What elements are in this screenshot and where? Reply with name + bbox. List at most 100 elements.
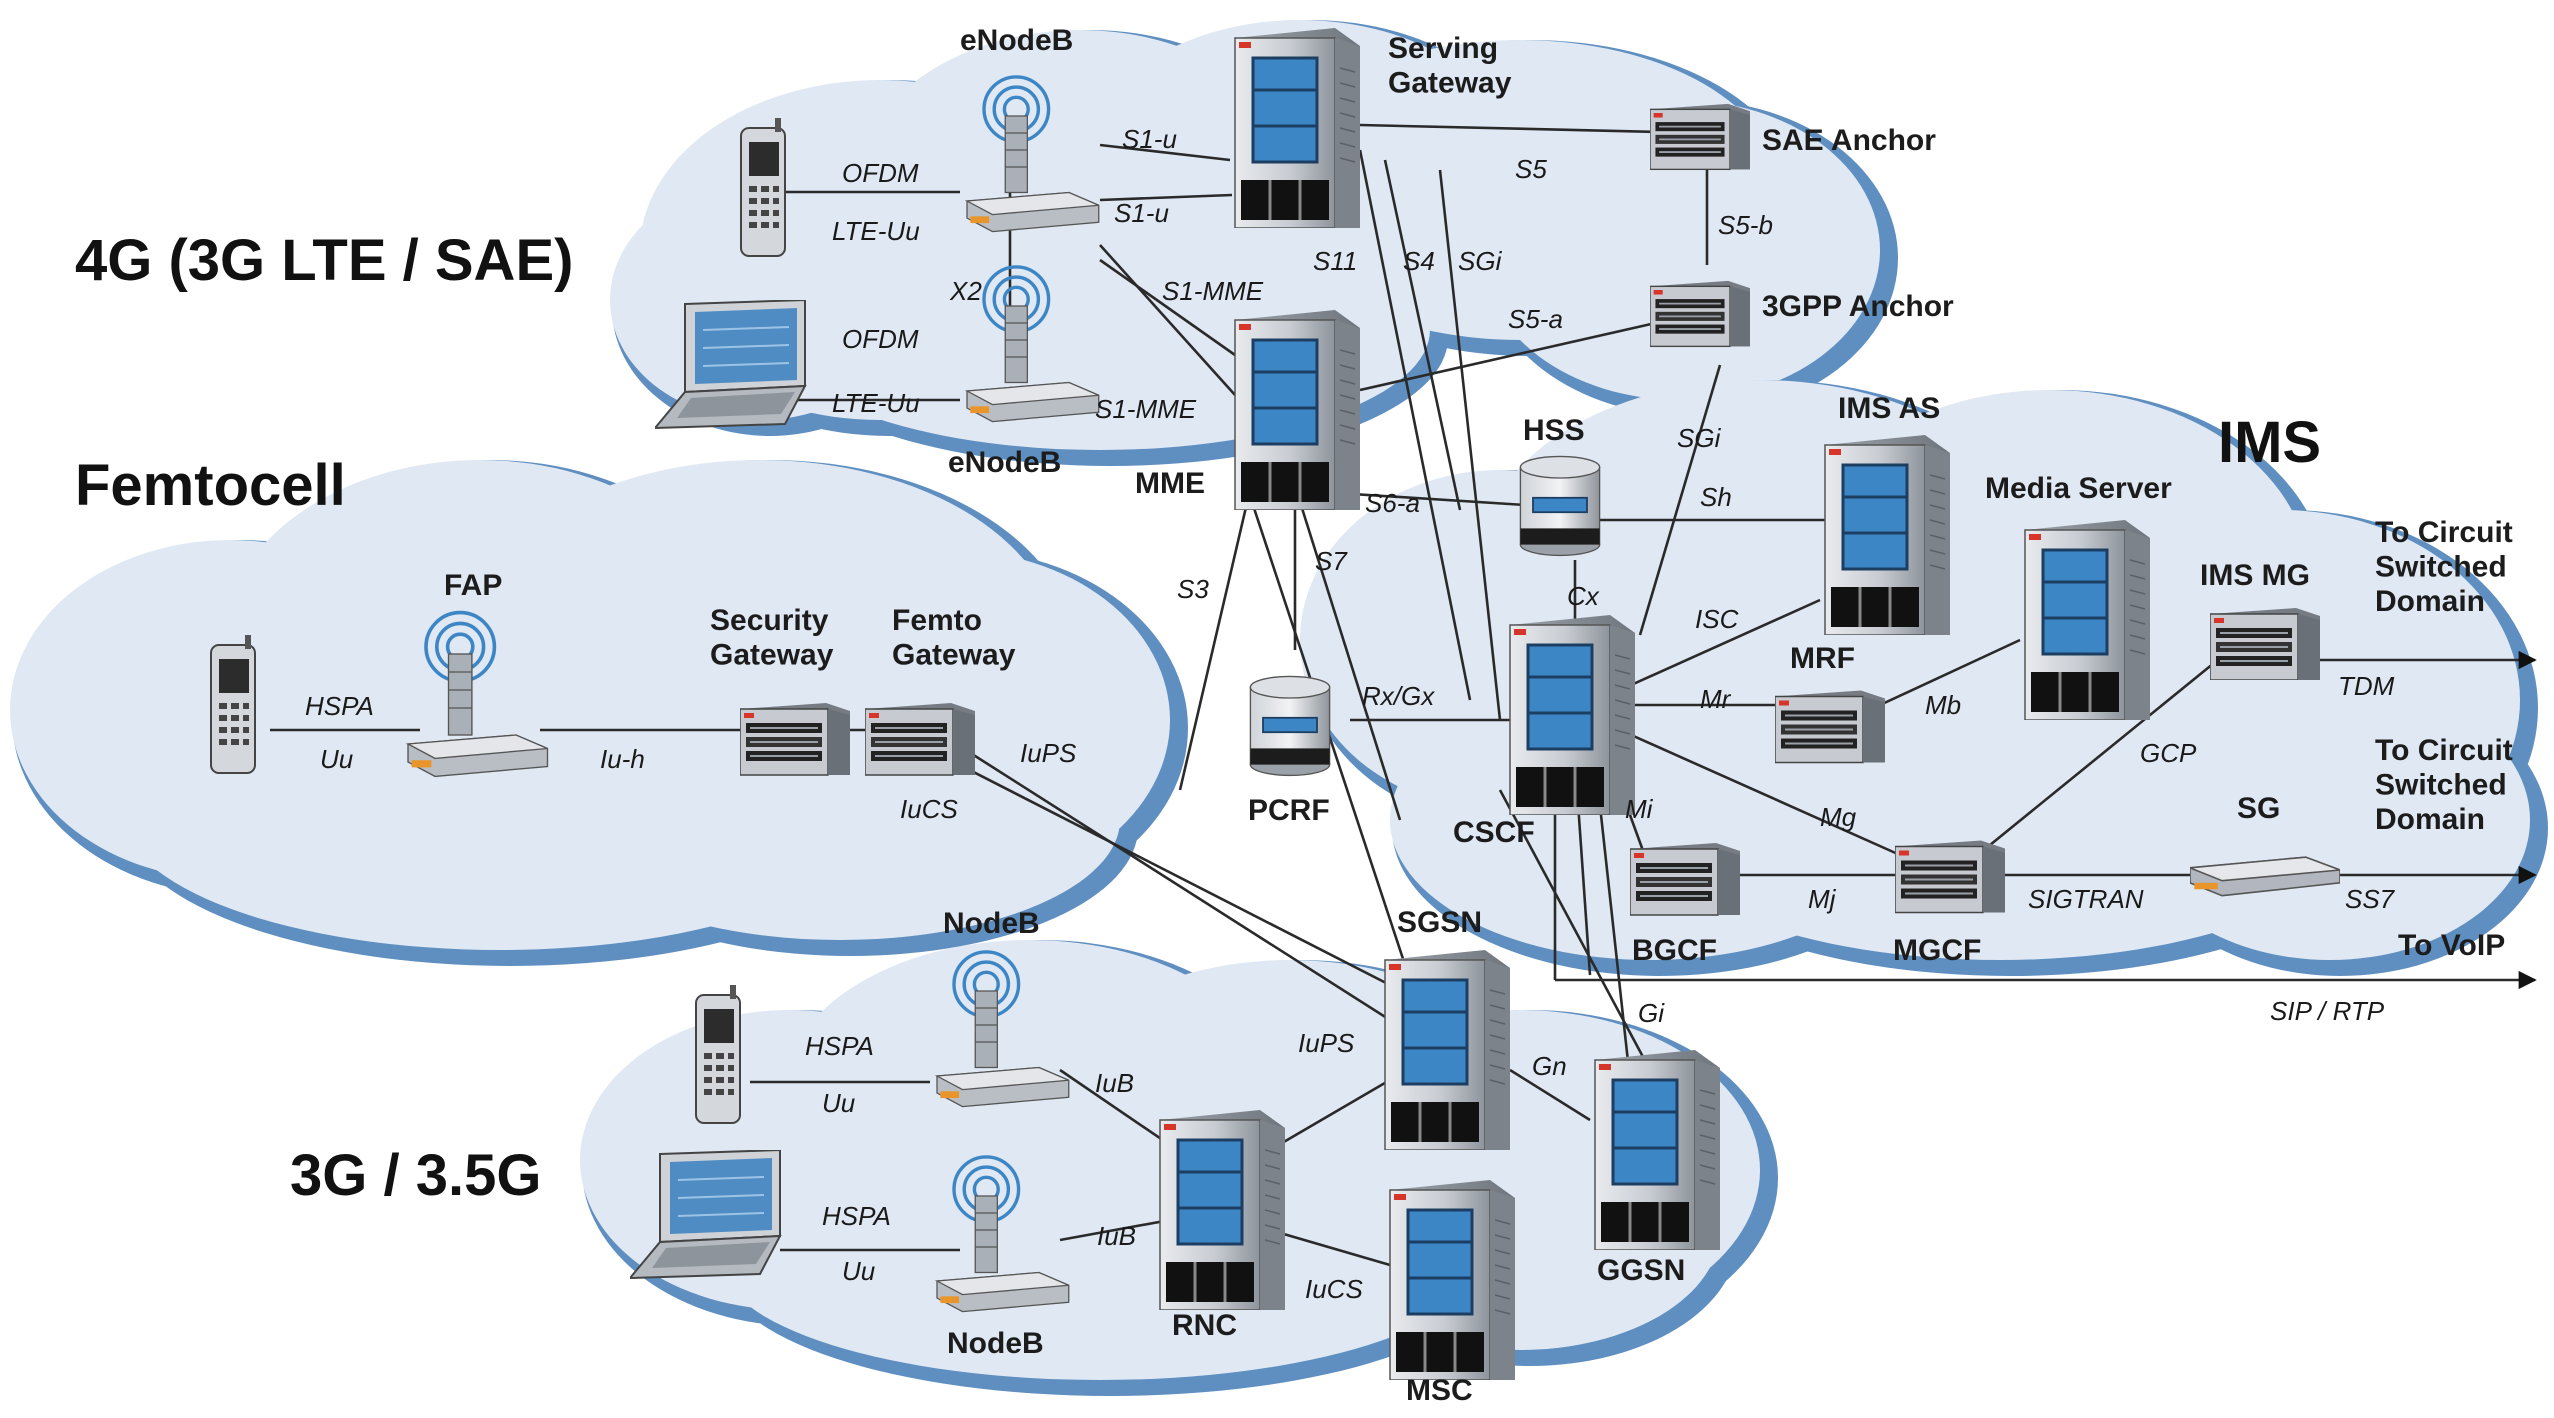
media-server-icon <box>2023 520 2152 720</box>
iface-label: Gn <box>1532 1051 1567 1081</box>
rnc-label: RNC <box>1172 1309 1237 1342</box>
iface-label: Mr <box>1700 684 1732 714</box>
iface-label: IuPS <box>1020 738 1077 768</box>
iface-label: SS7 <box>2345 884 2396 914</box>
mobile-phone-icon <box>740 118 786 257</box>
serving-gateway-icon <box>1233 28 1362 228</box>
rnc-icon <box>1158 1110 1287 1310</box>
enodeb-bottom-label: eNodeB <box>948 446 1061 479</box>
iface-label: Iu-h <box>600 744 645 774</box>
iface-label: Uu <box>842 1256 875 1286</box>
iface-label: ISC <box>1695 604 1739 634</box>
iface-label: Sh <box>1700 482 1732 512</box>
iface-label: S5 <box>1515 154 1547 184</box>
iface-label: S7 <box>1315 546 1348 576</box>
interface-links <box>270 123 2537 1267</box>
cscf-icon <box>1508 615 1637 815</box>
sae-anchor-icon <box>1650 102 1750 171</box>
femto-gateway-icon <box>865 701 975 777</box>
region-title-lte: 4G (3G LTE / SAE) <box>75 228 573 293</box>
iface-label: Mj <box>1808 884 1837 914</box>
femto-phone-icon <box>210 635 256 774</box>
voip-label: To VoIP <box>2398 929 2505 962</box>
iface-label: TDM <box>2338 671 2395 701</box>
iface-label: Cx <box>1567 581 1600 611</box>
iface-label: SGi <box>1677 423 1722 453</box>
iface-label: Uu <box>320 744 353 774</box>
ggsn-icon <box>1593 1050 1722 1250</box>
ims-as-label: IMS AS <box>1838 392 1940 425</box>
msc-label: MSC <box>1406 1374 1473 1407</box>
iface-label: Mi <box>1625 794 1654 824</box>
3g-phone-icon <box>695 985 741 1124</box>
iface-label: S11 <box>1313 246 1357 276</box>
sae-anchor-label: SAE Anchor <box>1762 124 1936 157</box>
iface-label: IuPS <box>1298 1028 1355 1058</box>
iface-label: Mg <box>1820 802 1857 832</box>
iface-label: S1-MME <box>1095 394 1197 424</box>
iface-label: IuB <box>1097 1221 1136 1251</box>
hss-database-icon <box>1519 455 1601 557</box>
bgcf-label: BGCF <box>1632 934 1717 967</box>
ims-mg-icon <box>2210 607 2320 680</box>
femtocell-cloud <box>10 460 1188 966</box>
hss-label: HSS <box>1523 414 1585 447</box>
iface-label: S4 <box>1403 246 1435 276</box>
nodeb-top-label: NodeB <box>943 907 1040 940</box>
mrf-label: MRF <box>1790 642 1855 675</box>
iface-label: GCP <box>2140 738 2197 768</box>
mme-icon <box>1233 310 1362 510</box>
iface-label: S6-a <box>1365 488 1420 518</box>
iface-label: X2 <box>949 276 982 306</box>
iface-label: LTE-Uu <box>832 216 920 246</box>
nodeb-bottom-label: NodeB <box>947 1327 1044 1360</box>
iface-label: SGi <box>1458 246 1503 276</box>
iface-label: HSPA <box>805 1031 874 1061</box>
mrf-icon <box>1775 689 1885 764</box>
iface-label: SIGTRAN <box>2028 884 2144 914</box>
3gpp-anchor-icon <box>1650 279 1750 348</box>
iface-label: S1-u <box>1114 198 1169 228</box>
bgcf-icon <box>1630 841 1740 917</box>
iface-label: HSPA <box>822 1201 891 1231</box>
iface-label: OFDM <box>842 324 919 354</box>
mme-label: MME <box>1135 467 1205 500</box>
ims-mg-label: IMS MG <box>2200 559 2310 592</box>
iface-label: S5-b <box>1718 210 1773 240</box>
pcrf-label: PCRF <box>1248 794 1330 827</box>
iface-label: IuB <box>1095 1068 1134 1098</box>
iface-label: LTE-Uu <box>832 388 920 418</box>
iface-label: SIP / RTP <box>2270 996 2385 1026</box>
iface-label: S3 <box>1177 574 1209 604</box>
sgsn-label: SGSN <box>1397 906 1482 939</box>
region-title-femtocell: Femtocell <box>75 453 346 518</box>
pcrf-database-icon <box>1249 675 1331 777</box>
iface-label: Gi <box>1638 998 1665 1028</box>
iface-label: IuCS <box>900 794 958 824</box>
media-server-label: Media Server <box>1985 472 2172 505</box>
iface-label: S1-u <box>1122 124 1177 154</box>
iface-label: S5-a <box>1508 304 1563 334</box>
ims-as-icon <box>1823 435 1952 635</box>
iface-label: IuCS <box>1305 1274 1363 1304</box>
iface-label: Rx/Gx <box>1362 681 1435 711</box>
iface-label: Uu <box>822 1088 855 1118</box>
ggsn-label: GGSN <box>1597 1254 1685 1287</box>
region-title-umts: 3G / 3.5G <box>290 1143 541 1208</box>
iface-label: S1-MME <box>1162 276 1264 306</box>
sgsn-icon <box>1383 950 1512 1150</box>
mgcf-label: MGCF <box>1893 934 1981 967</box>
cscf-label: CSCF <box>1453 816 1535 849</box>
enodeb-top-label: eNodeB <box>960 24 1073 57</box>
iface-label: HSPA <box>305 691 374 721</box>
sg-label: SG <box>2237 792 2280 825</box>
msc-icon <box>1388 1180 1517 1380</box>
security-gateway-icon <box>740 701 850 777</box>
fap-label: FAP <box>444 569 502 602</box>
